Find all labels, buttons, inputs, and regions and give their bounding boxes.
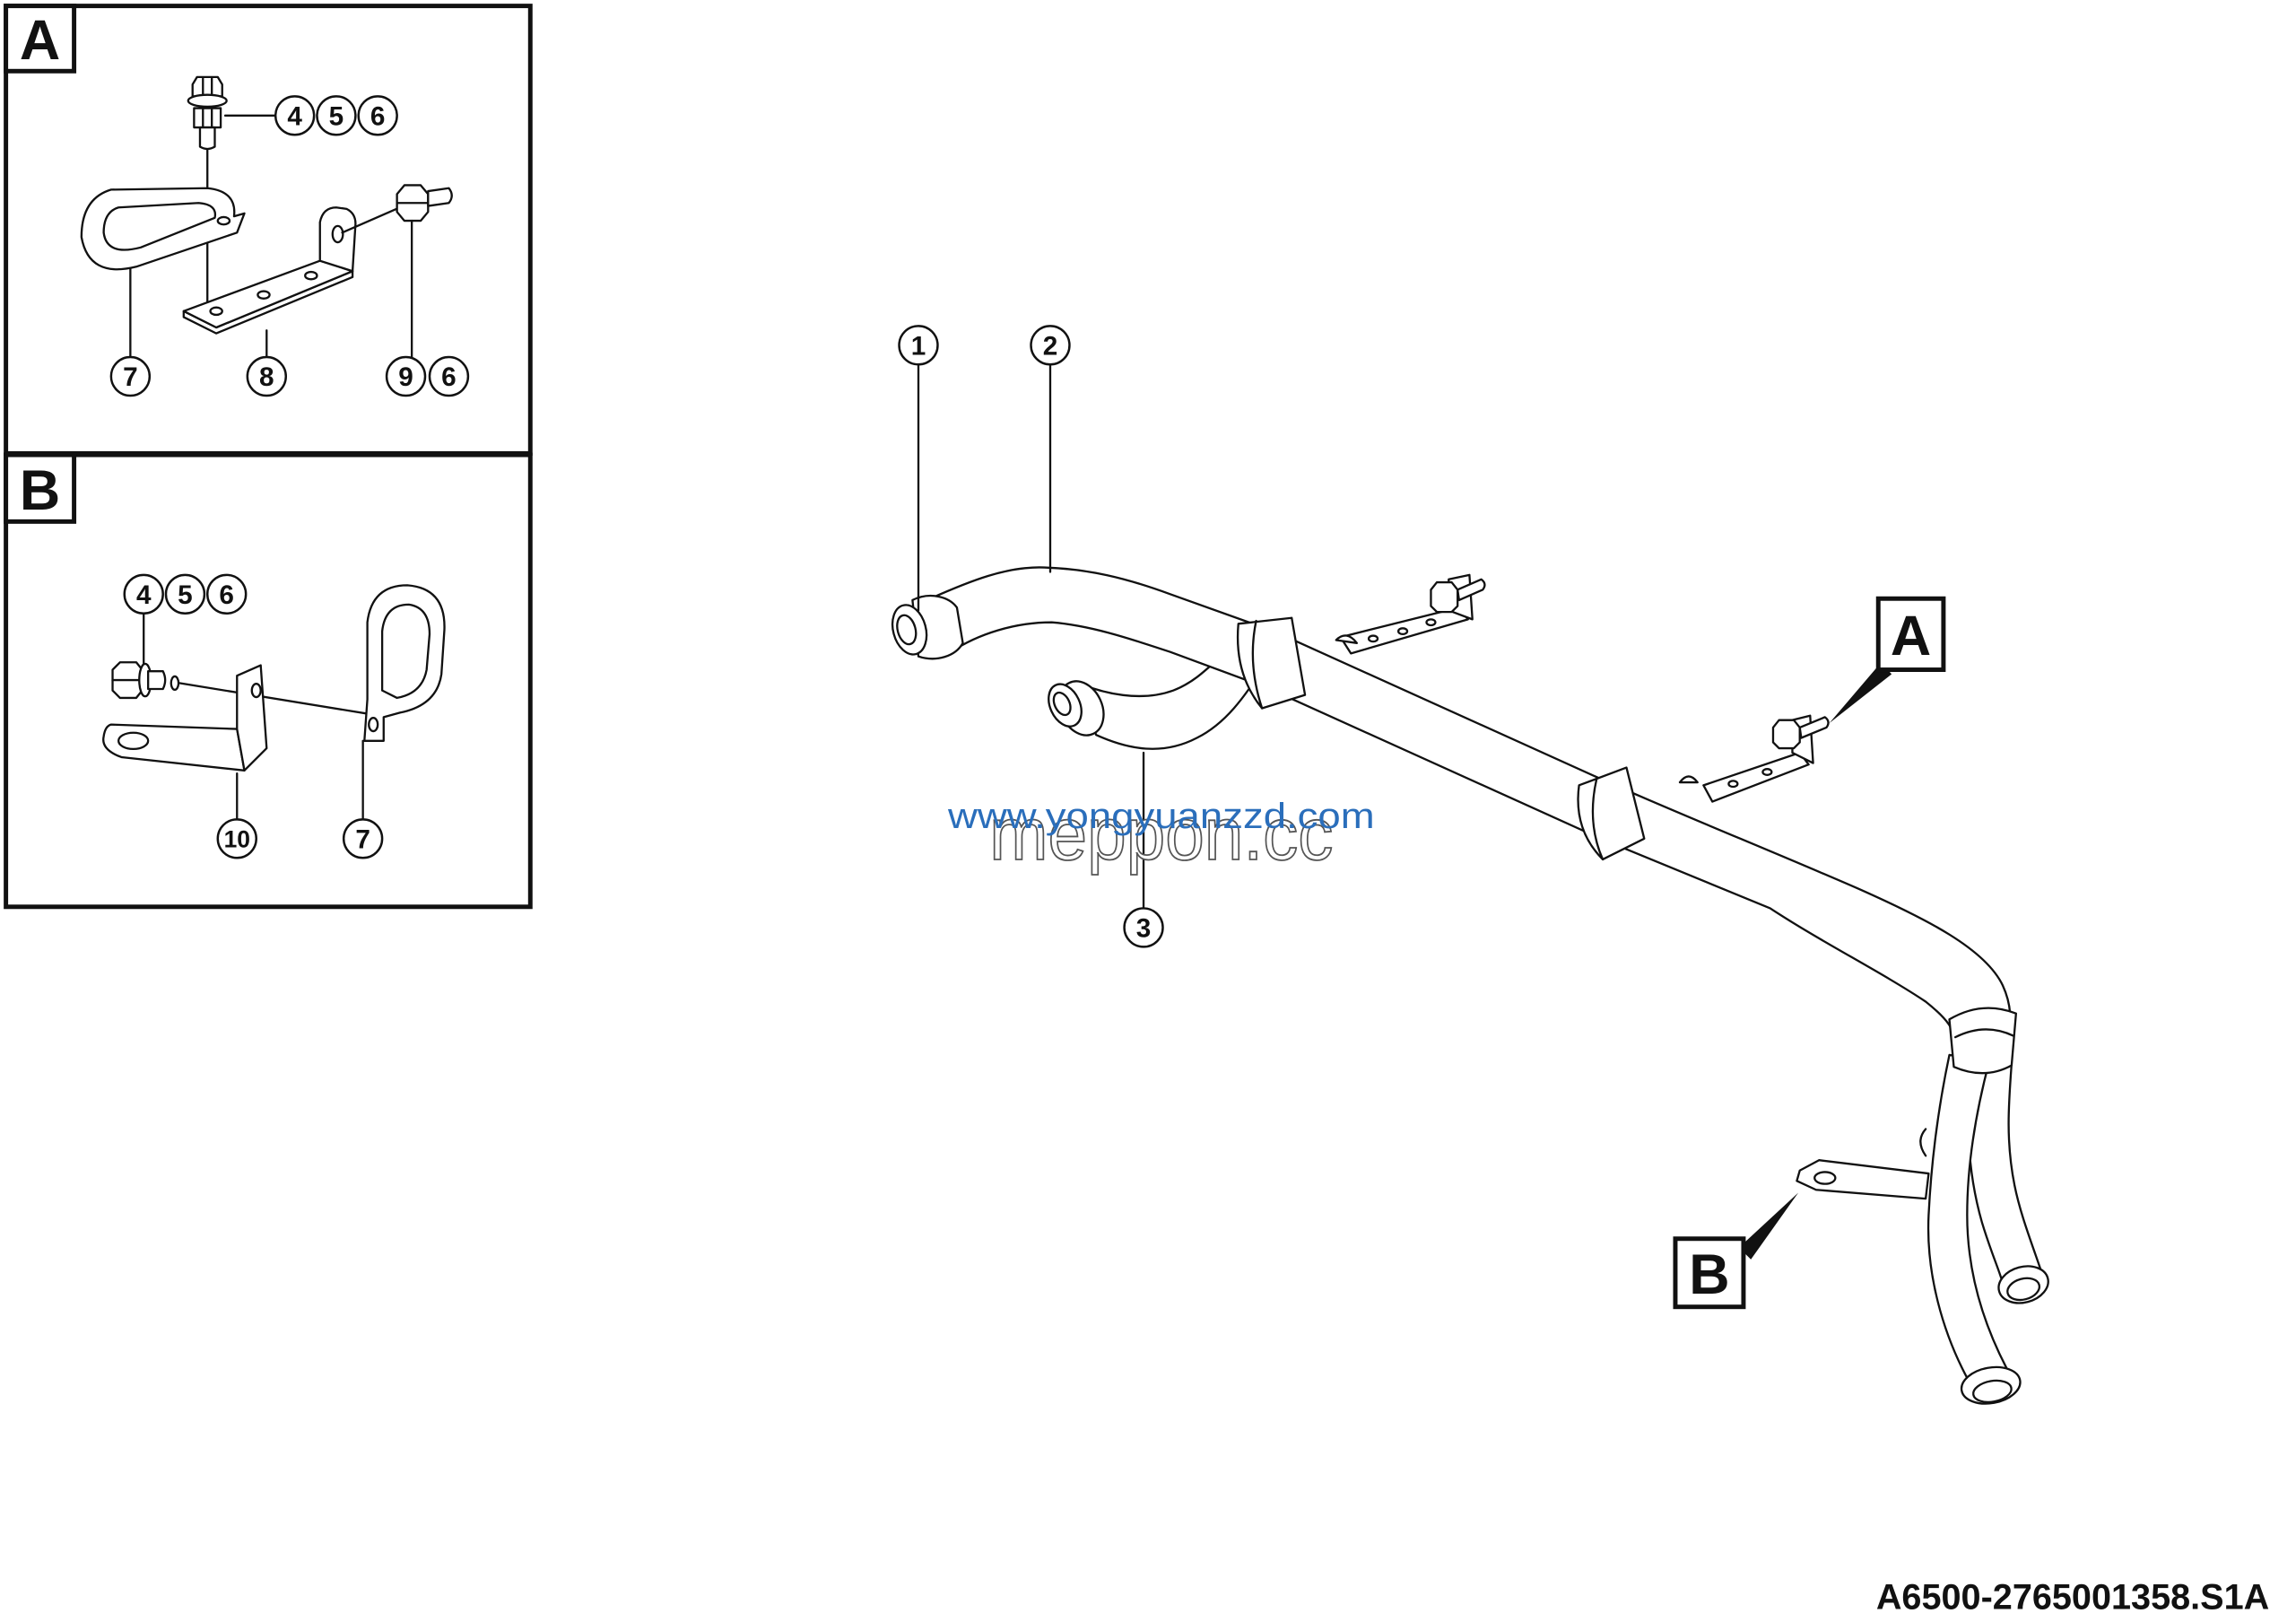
view-marker-b-arrow xyxy=(1738,1192,1799,1260)
callout-a-7: 7 xyxy=(109,355,152,397)
view-marker-b-text: B xyxy=(1689,1243,1729,1306)
detail-b-panel: B 4 5 6 10 7 xyxy=(4,452,533,910)
detail-a-panel: A xyxy=(4,4,533,456)
view-marker-b: B xyxy=(1673,1192,1799,1310)
detail-a-label: A xyxy=(20,9,60,72)
callout-a-5: 5 xyxy=(316,95,357,136)
callout-b-7-text: 7 xyxy=(355,825,370,855)
bracket-a-upper xyxy=(1339,573,1486,655)
callout-a-9-text: 9 xyxy=(398,362,413,392)
callout-a-6b-text: 6 xyxy=(441,362,457,392)
callout-3-text: 3 xyxy=(1136,914,1152,944)
callout-a-6-text: 6 xyxy=(370,102,386,132)
callout-a-9: 9 xyxy=(385,355,427,397)
hose-band-1 xyxy=(1236,616,1307,710)
callout-a-4: 4 xyxy=(274,95,316,136)
callout-1-text: 1 xyxy=(911,332,926,362)
callout-b-4: 4 xyxy=(123,573,164,615)
detail-a-bolt xyxy=(187,75,277,316)
part-number: A6500-2765001358.S1A xyxy=(1876,1578,2269,1618)
callout-b-6: 6 xyxy=(205,573,248,615)
detail-b-bolt xyxy=(111,612,372,716)
detail-a-bracket xyxy=(182,206,357,359)
detail-a-clamp xyxy=(80,187,246,359)
bracket-b xyxy=(1796,1159,1930,1200)
callout-b-6-text: 6 xyxy=(219,580,234,610)
detail-a-label-box xyxy=(4,4,77,74)
detail-b-frame xyxy=(4,452,533,910)
hose-3 xyxy=(1048,644,1264,750)
callout-1: 1 xyxy=(898,325,939,366)
detail-a-bolt-9 xyxy=(341,184,453,359)
hose-2-branch-left xyxy=(1919,1053,2022,1405)
detail-b-bracket xyxy=(102,664,268,821)
callout-a-8: 8 xyxy=(246,355,288,397)
callout-b-4-text: 4 xyxy=(136,580,152,610)
view-marker-a-text: A xyxy=(1891,605,1931,667)
detail-b-label: B xyxy=(20,459,60,522)
hose-2 xyxy=(891,566,2012,1048)
callout-a-6: 6 xyxy=(357,95,398,136)
hose-2-branch-right xyxy=(1967,1060,2049,1304)
callout-a-4-text: 4 xyxy=(287,102,302,132)
view-marker-a: A xyxy=(1829,596,1946,723)
callout-b-10: 10 xyxy=(216,818,257,859)
detail-b-label-box xyxy=(4,452,77,524)
callout-a-6b: 6 xyxy=(428,355,470,397)
hose-band-3 xyxy=(1948,1007,2017,1075)
bracket-a-lower xyxy=(1702,714,1830,803)
callout-3: 3 xyxy=(1123,907,1164,948)
callout-a-7-text: 7 xyxy=(123,362,138,392)
callout-b-5-text: 5 xyxy=(178,580,193,610)
callout-a-5-text: 5 xyxy=(329,102,344,132)
callout-b-7: 7 xyxy=(342,818,384,859)
view-marker-a-arrow xyxy=(1829,662,1892,723)
detail-b-clamp xyxy=(361,584,446,821)
watermark-url: www.yongyuanzzd.com xyxy=(947,797,1375,836)
callout-b-10-text: 10 xyxy=(224,826,250,853)
callout-2-text: 2 xyxy=(1043,332,1058,362)
main-view: 1 2 3 A B xyxy=(891,325,2049,1405)
callout-a-8-text: 8 xyxy=(259,362,274,392)
callout-2: 2 xyxy=(1030,325,1071,366)
watermark-brand: meppon.cc xyxy=(989,793,1333,876)
callout-b-5: 5 xyxy=(164,573,206,615)
